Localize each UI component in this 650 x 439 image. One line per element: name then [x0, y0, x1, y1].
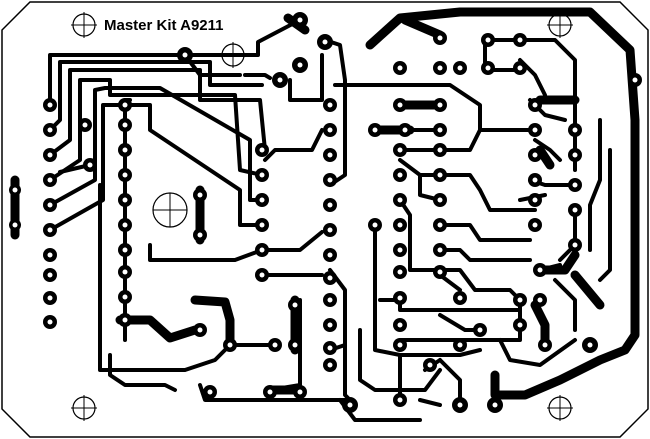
mounting-hole	[71, 395, 97, 421]
board-title: Master Kit A9211	[104, 17, 224, 34]
component-pads	[9, 12, 642, 413]
mounting-hole	[71, 12, 97, 38]
mounting-hole	[547, 395, 573, 421]
mounting-hole	[152, 192, 188, 228]
